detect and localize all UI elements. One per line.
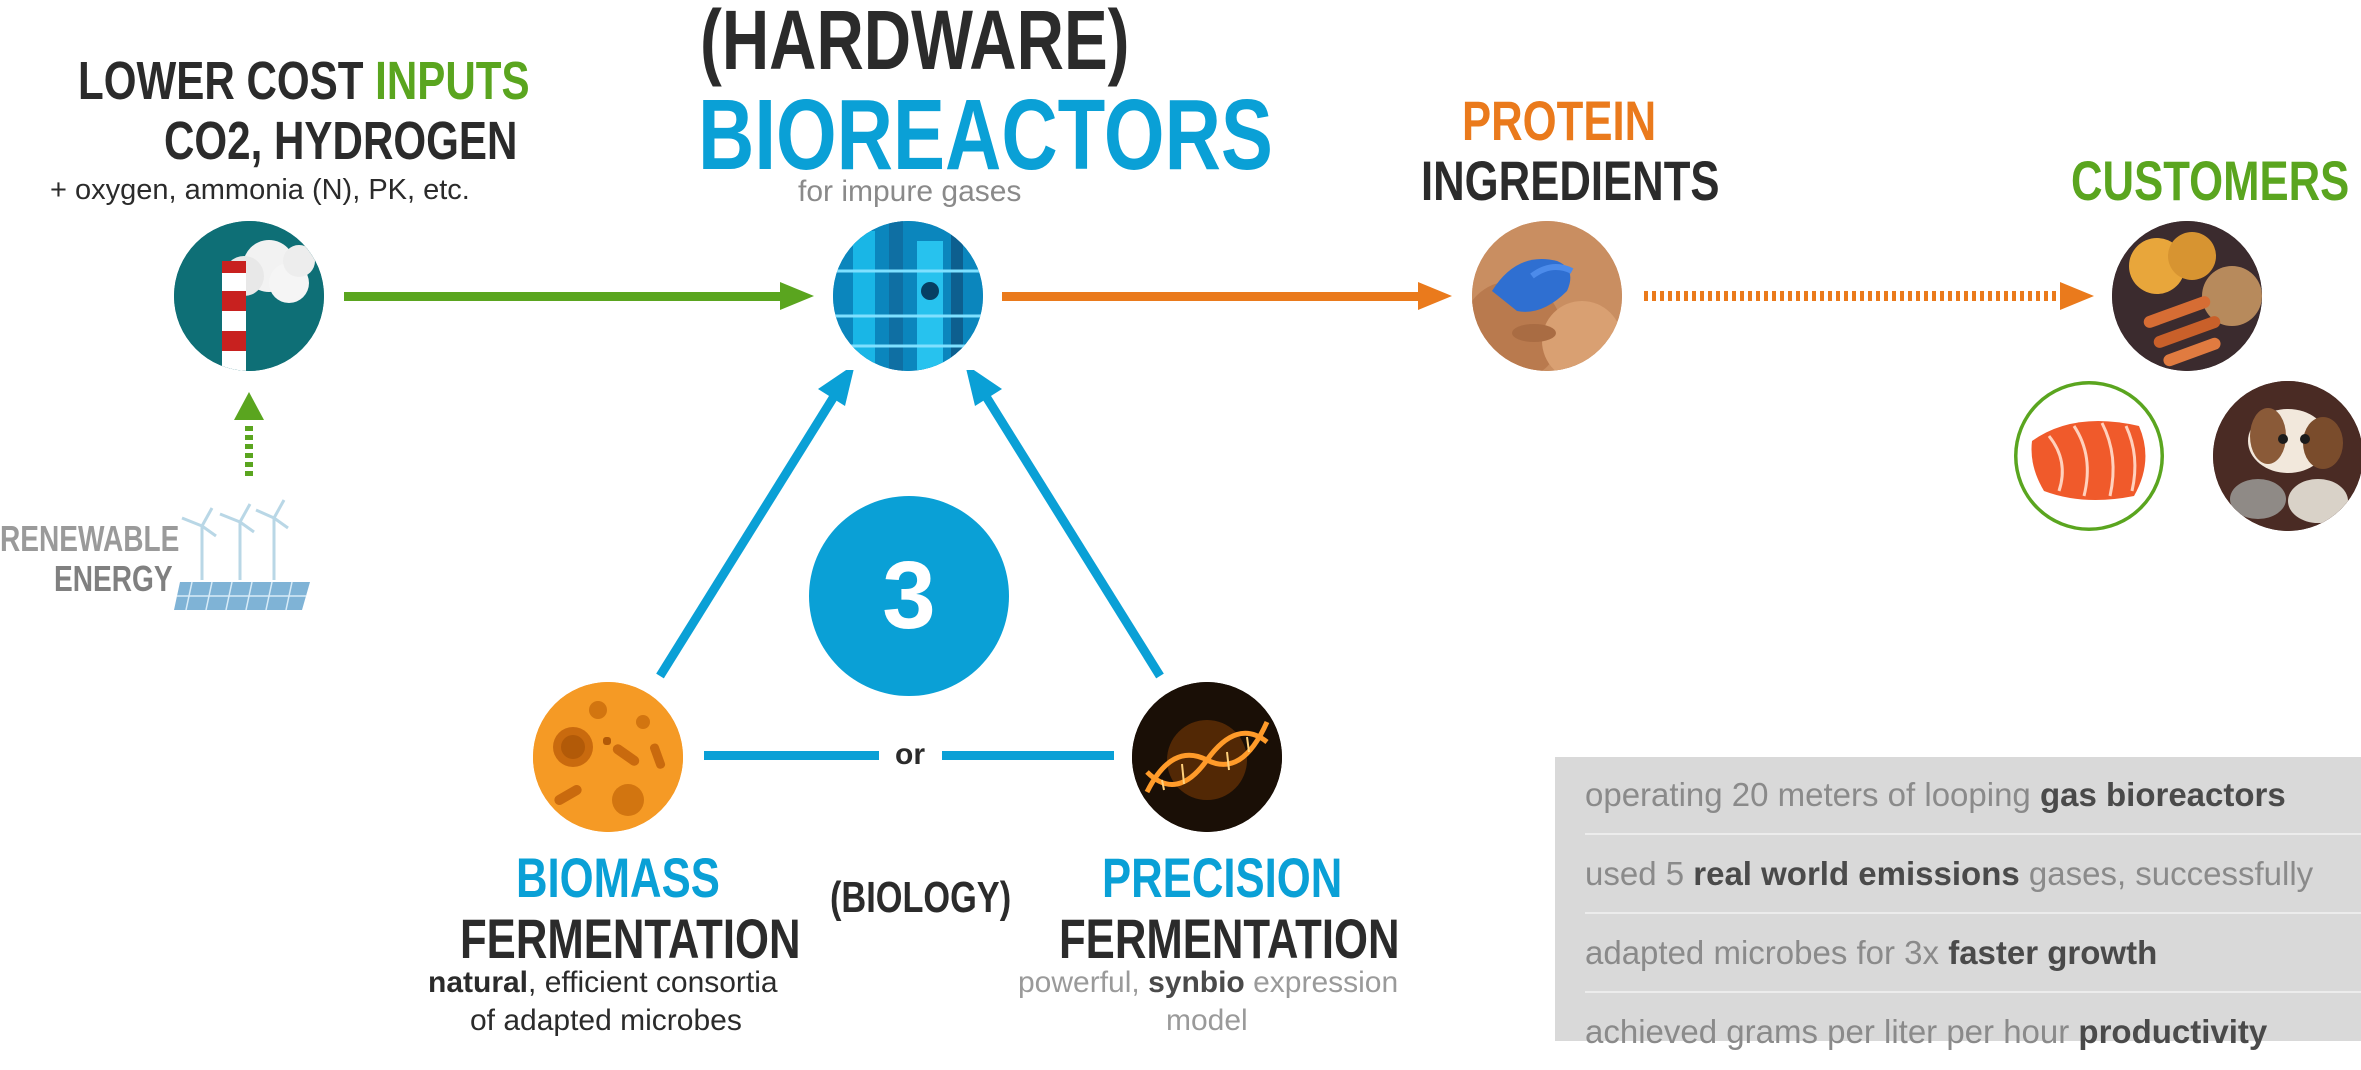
smokestack-image bbox=[174, 221, 324, 371]
energy-label-line1: RENEWABLE bbox=[0, 518, 180, 559]
inputs-subtitle: + oxygen, ammonia (N), PK, etc. bbox=[50, 174, 470, 206]
inputs-title-line2: CO2, HYDROGEN bbox=[164, 111, 518, 171]
customers-title: CUSTOMERS bbox=[2071, 149, 2350, 212]
energy-label-line2: ENERGY bbox=[54, 558, 173, 599]
green-arrow-inputs-to-bioreactors bbox=[344, 282, 814, 310]
precision-subtitle-bold: synbio bbox=[1148, 966, 1245, 999]
precision-subtitle-line2: model bbox=[1166, 1004, 1248, 1037]
biomass-title-line1: BIOMASS bbox=[516, 846, 720, 909]
meat-snacks-image bbox=[2112, 221, 2262, 371]
row-text: operating 20 meters of looping bbox=[1585, 776, 2040, 813]
achievement-row: used 5 real world emissions gases, succe… bbox=[1585, 836, 2361, 914]
bioreactors-title-line1: (HARDWARE) bbox=[700, 0, 1130, 87]
inputs-title-dark: LOWER COST bbox=[78, 51, 376, 111]
row-text-post: gases, successfully bbox=[2019, 855, 2314, 892]
orange-arrow-bioreactors-to-protein bbox=[1002, 282, 1452, 310]
precision-title-line1: PRECISION bbox=[1102, 846, 1343, 909]
pets-image bbox=[2213, 381, 2361, 531]
green-dotted-arrow-energy bbox=[234, 392, 264, 476]
biomass-subtitle-rest: , efficient consortia bbox=[528, 966, 778, 999]
protein-title-line1: PROTEIN bbox=[1462, 89, 1657, 152]
bioreactors-title-line2: BIOREACTORS bbox=[698, 79, 1273, 191]
biomass-subtitle-bold: natural bbox=[428, 966, 529, 999]
row-text: achieved grams per liter per hour bbox=[1585, 1013, 2079, 1050]
row-bold: faster growth bbox=[1948, 934, 2158, 971]
precision-image bbox=[1132, 682, 1282, 832]
inputs-title-green: INPUTS bbox=[375, 51, 530, 111]
wind-solar-icon bbox=[174, 499, 310, 611]
biomass-title-line2: FERMENTATION bbox=[460, 907, 801, 970]
row-bold: productivity bbox=[2078, 1013, 2268, 1050]
protein-powder-image bbox=[1472, 221, 1622, 371]
row-bold: gas bioreactors bbox=[2039, 776, 2286, 813]
biomass-subtitle-line2: of adapted microbes bbox=[470, 1004, 742, 1037]
row-text: adapted microbes for 3x bbox=[1585, 934, 1949, 971]
achievement-row: achieved grams per liter per hour produc… bbox=[1585, 994, 2361, 1070]
precision-title-line2: FERMENTATION bbox=[1059, 907, 1400, 970]
row-bold: real world emissions bbox=[1693, 855, 2020, 892]
orange-dotted-arrow-to-customers bbox=[1644, 282, 2094, 310]
precision-subtitle-line1: powerful, synbio expression bbox=[1018, 966, 1398, 1000]
triangle-arrows bbox=[656, 370, 1164, 679]
three-number: 3 bbox=[882, 542, 936, 649]
bioreactors-subtitle: for impure gases bbox=[798, 175, 1022, 208]
achievements-panel: operating 20 meters of looping gas biore… bbox=[1555, 757, 2361, 1050]
or-line-left bbox=[704, 751, 879, 760]
biology-label: (BIOLOGY) bbox=[830, 873, 1012, 922]
row-text: used 5 bbox=[1585, 855, 1694, 892]
precision-subtitle-post: expression bbox=[1244, 966, 1399, 999]
or-line-right bbox=[942, 751, 1114, 760]
biomass-image bbox=[533, 682, 683, 832]
achievement-row: adapted microbes for 3x faster growth bbox=[1585, 915, 2361, 993]
or-label: or bbox=[895, 738, 925, 771]
protein-title-line2: INGREDIENTS bbox=[1421, 149, 1720, 212]
biomass-subtitle-line1: natural, efficient consortia bbox=[428, 966, 778, 1000]
bioreactor-image bbox=[833, 221, 983, 371]
achievement-row: operating 20 meters of looping gas biore… bbox=[1585, 757, 2361, 835]
three-badge: 3 bbox=[809, 496, 1009, 696]
precision-subtitle-pre: powerful, bbox=[1018, 966, 1149, 999]
salmon-image bbox=[2014, 381, 2164, 531]
inputs-title-line1: LOWER COST INPUTS bbox=[78, 50, 530, 112]
